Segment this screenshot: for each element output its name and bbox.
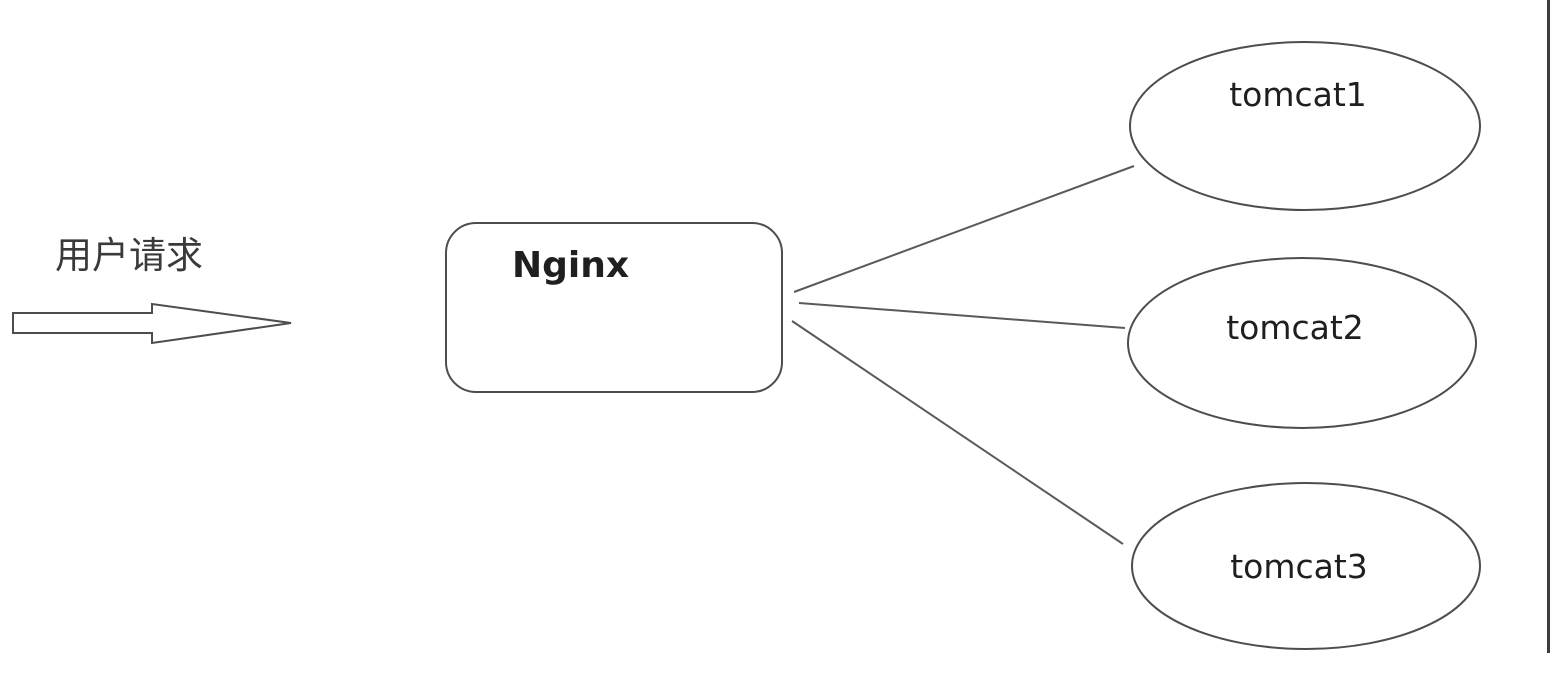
tomcat2-node (1127, 257, 1477, 429)
tomcat2-label: tomcat2 (1226, 308, 1364, 347)
nginx-node (445, 222, 783, 393)
user-request-label: 用户请求 (55, 234, 203, 277)
connector-nginx-tomcat1 (793, 165, 1135, 293)
right-arrow-icon (12, 302, 292, 345)
tomcat3-label: tomcat3 (1230, 547, 1368, 586)
nginx-label: Nginx (512, 245, 629, 286)
tomcat1-node (1129, 41, 1481, 211)
tomcat1-label: tomcat1 (1229, 75, 1367, 114)
connector-nginx-tomcat3 (791, 320, 1124, 545)
tomcat3-node (1131, 482, 1481, 650)
connector-nginx-tomcat2 (798, 302, 1126, 329)
